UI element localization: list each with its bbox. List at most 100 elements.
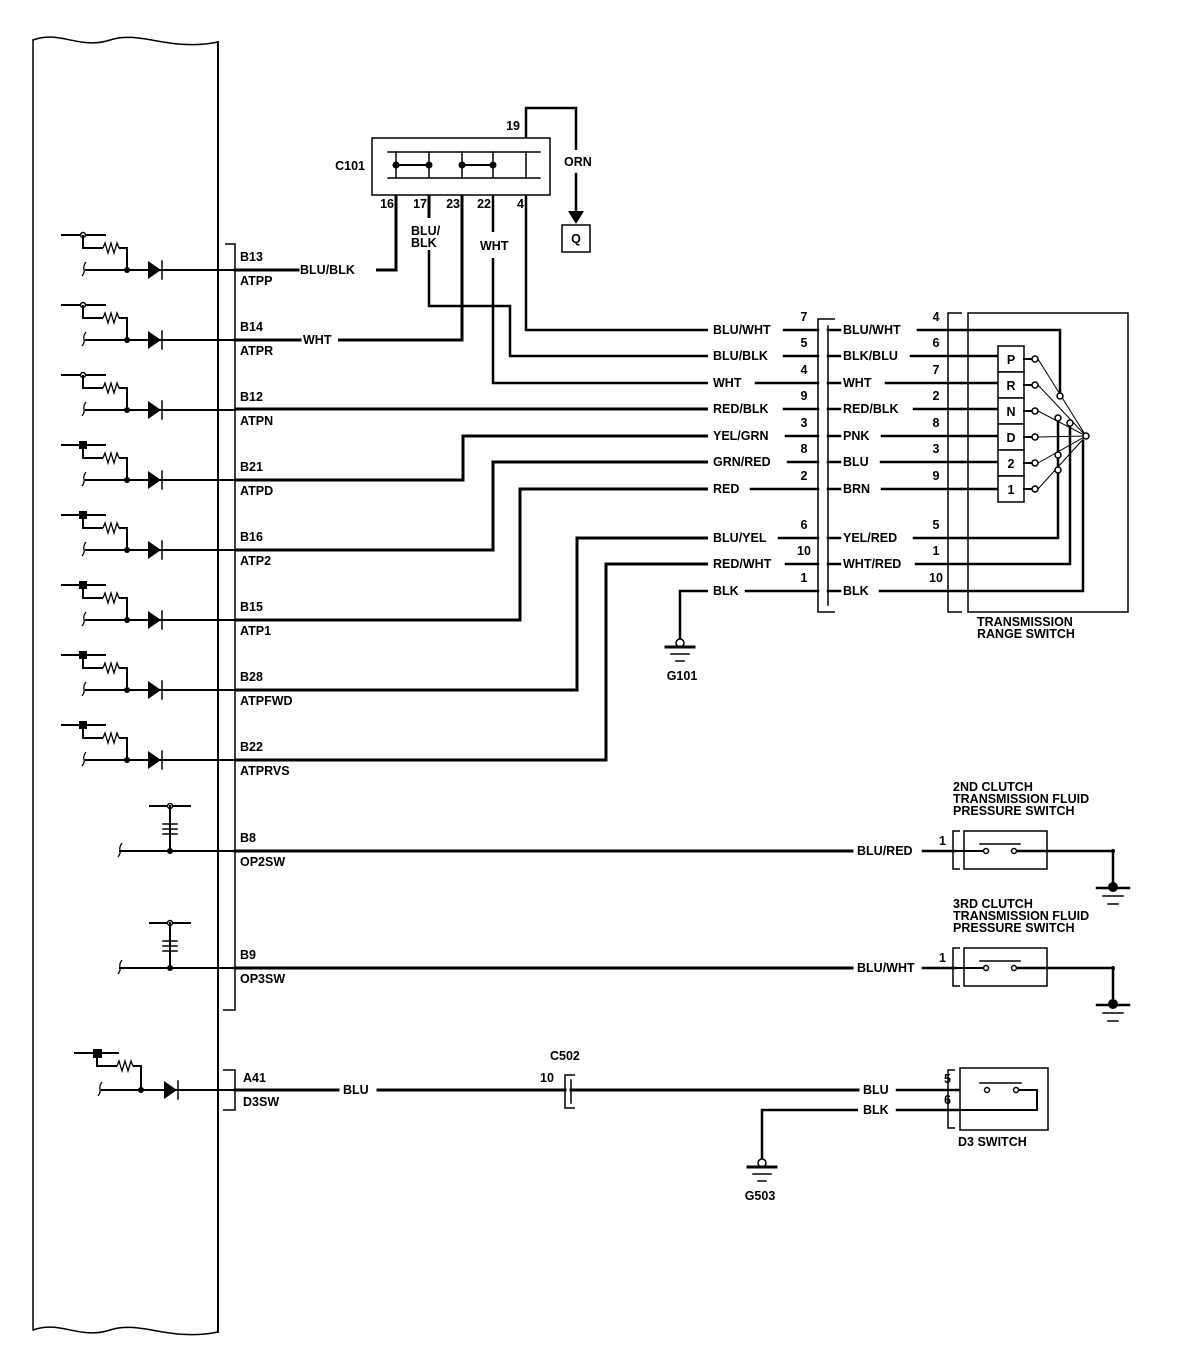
ecm-signal-label: D3SW — [243, 1095, 279, 1109]
right-wire-label: BLK/BLU — [843, 349, 898, 363]
ecm-signal-label: ATPFWD — [240, 694, 293, 708]
left-pin-number: 1 — [801, 571, 808, 585]
switch-pin-number: 6 — [944, 1093, 951, 1107]
switch-arm — [1037, 384, 1087, 437]
wire — [962, 420, 1060, 540]
labels: B13ATPPB14ATPRB12ATPNB21ATPDB16ATP2B15AT… — [240, 119, 1089, 1203]
left-wire-label: BLU/BLK — [713, 349, 768, 363]
wire-label: WHT — [303, 333, 332, 347]
break-icon — [81, 541, 87, 557]
junction-dot — [124, 687, 130, 693]
right-pin-number: 6 — [933, 336, 940, 350]
ecm-pin-label: B28 — [240, 670, 263, 684]
input-circuit — [133, 1065, 142, 1090]
left-pin-number: 3 — [801, 416, 808, 430]
terminal-circle — [1010, 964, 1018, 972]
resistor-icon — [102, 730, 120, 746]
wire — [235, 487, 708, 622]
junction-dot — [124, 407, 130, 413]
left-pin-number: 5 — [801, 336, 808, 350]
ecm-signal-label: ATPD — [240, 484, 273, 498]
left-pin-number: 10 — [797, 544, 811, 558]
switch-arm — [1037, 435, 1087, 490]
input-circuit — [82, 375, 103, 389]
left-wire-label: YEL/GRN — [713, 429, 769, 443]
ecm-signal-label: ATPRVS — [240, 764, 290, 778]
c502-label: C502 — [550, 1049, 580, 1063]
right-pin-number: 4 — [933, 310, 940, 324]
ecm-pin-label: A41 — [243, 1071, 266, 1085]
right-wire-label: BLK — [843, 584, 869, 598]
resistor-icon — [102, 450, 120, 466]
break-icon — [81, 261, 87, 277]
ecm-pin-label: B21 — [240, 460, 263, 474]
wire — [962, 328, 1062, 393]
c101-pin-number: 22 — [477, 197, 491, 211]
c101-pin-number: 16 — [380, 197, 394, 211]
break-icon — [81, 401, 87, 417]
break-icon — [81, 681, 87, 697]
break-icon — [81, 331, 87, 347]
ecm-connector-b-bracket — [223, 243, 236, 1011]
wire — [524, 195, 708, 332]
terminal-circle — [1031, 381, 1039, 389]
pressure-switch-title: 3RD CLUTCH — [953, 897, 1033, 911]
right-wire-label: RED/BLK — [843, 402, 899, 416]
range-switch-housing — [967, 312, 1129, 613]
left-pin-number: 8 — [801, 442, 808, 456]
terminal-circle — [1054, 466, 1062, 474]
left-wire-label: RED/BLK — [713, 402, 769, 416]
g101-label: G101 — [667, 669, 698, 683]
left-wire-label: GRN/RED — [713, 455, 771, 469]
wire — [235, 536, 708, 692]
wire — [235, 434, 708, 482]
left-pin-number: 6 — [801, 518, 808, 532]
right-wire-label: BRN — [843, 482, 870, 496]
input-circuit — [119, 247, 128, 270]
diode-icon — [148, 261, 161, 279]
g503-label: G503 — [745, 1189, 776, 1203]
wire — [235, 460, 708, 552]
input-circuit — [119, 597, 128, 620]
diode-icon — [148, 401, 161, 419]
right-wire-label: BLU — [843, 455, 869, 469]
right-pin-number: 3 — [933, 442, 940, 456]
range-position-label: 2 — [1008, 457, 1015, 471]
ecm-pin-label: B22 — [240, 740, 263, 754]
right-pin-number: 2 — [933, 389, 940, 403]
wire-label: BLU/RED — [857, 844, 913, 858]
junction-dot — [1111, 849, 1115, 853]
q-destination-box — [561, 224, 591, 253]
terminal-circle — [1031, 407, 1039, 415]
input-circuit — [119, 737, 128, 760]
right-pin-number: 5 — [933, 518, 940, 532]
diode-icon — [164, 1081, 177, 1099]
input-circuit — [119, 527, 128, 550]
break-icon — [97, 1081, 103, 1097]
input-circuit — [82, 585, 103, 599]
terminal-circle — [1010, 847, 1018, 855]
diode-icon — [148, 751, 161, 769]
wire — [962, 425, 1072, 566]
switch-arm — [1037, 410, 1087, 437]
ecm-pin-label: B16 — [240, 530, 263, 544]
range-position-cell — [997, 449, 1025, 477]
right-wire-label: YEL/RED — [843, 531, 897, 545]
junction-connector-bracket — [817, 318, 835, 613]
terminal-circle — [1054, 414, 1062, 422]
break-icon — [81, 611, 87, 627]
ecm-signal-label: ATP1 — [240, 624, 271, 638]
input-circuit — [82, 305, 103, 319]
junction-dot — [489, 161, 497, 169]
q-label: Q — [571, 232, 581, 246]
terminal-circle — [982, 964, 990, 972]
input-circuit — [82, 445, 103, 459]
right-wire-label: PNK — [843, 429, 869, 443]
break-icon — [81, 471, 87, 487]
ecm-pin-label: B14 — [240, 320, 263, 334]
c101-pin-number: 4 — [517, 197, 524, 211]
left-wire-label: BLU/YEL — [713, 531, 767, 545]
left-pin-number: 9 — [801, 389, 808, 403]
range-position-label: P — [1007, 353, 1015, 367]
